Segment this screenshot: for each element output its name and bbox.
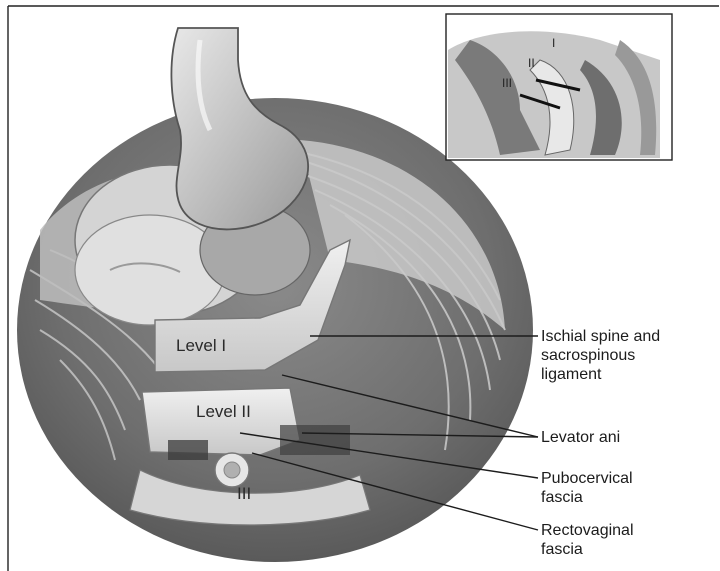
callout-pubocervical: Pubocervical fascia xyxy=(541,469,633,507)
level-2-label: Level II xyxy=(196,402,251,422)
inset-level-1-label: I xyxy=(552,36,555,50)
callout-ischial-spine-line-1: Ischial spine and xyxy=(541,327,660,346)
uterus xyxy=(171,28,308,229)
callout-ischial-spine-line-3: ligament xyxy=(541,365,660,384)
callout-levator-ani-line-1: Levator ani xyxy=(541,428,620,447)
callout-rectovaginal: Rectovaginal fascia xyxy=(541,521,634,559)
callout-rectovaginal-line-2: fascia xyxy=(541,540,634,559)
callout-pubocervical-line-2: fascia xyxy=(541,488,633,507)
callout-ischial-spine-line-2: sacrospinous xyxy=(541,346,660,365)
inset-level-2-label: II xyxy=(528,56,535,70)
callout-pubocervical-line-1: Pubocervical xyxy=(541,469,633,488)
inset-sagittal-view xyxy=(446,14,672,160)
callout-levator-ani: Levator ani xyxy=(541,428,620,447)
callout-ischial-spine: Ischial spine and sacrospinous ligament xyxy=(541,327,660,384)
callout-rectovaginal-line-1: Rectovaginal xyxy=(541,521,634,540)
inset-level-3-label: III xyxy=(502,76,512,90)
level-1-label: Level I xyxy=(176,336,226,356)
level-3-label: III xyxy=(237,484,251,504)
